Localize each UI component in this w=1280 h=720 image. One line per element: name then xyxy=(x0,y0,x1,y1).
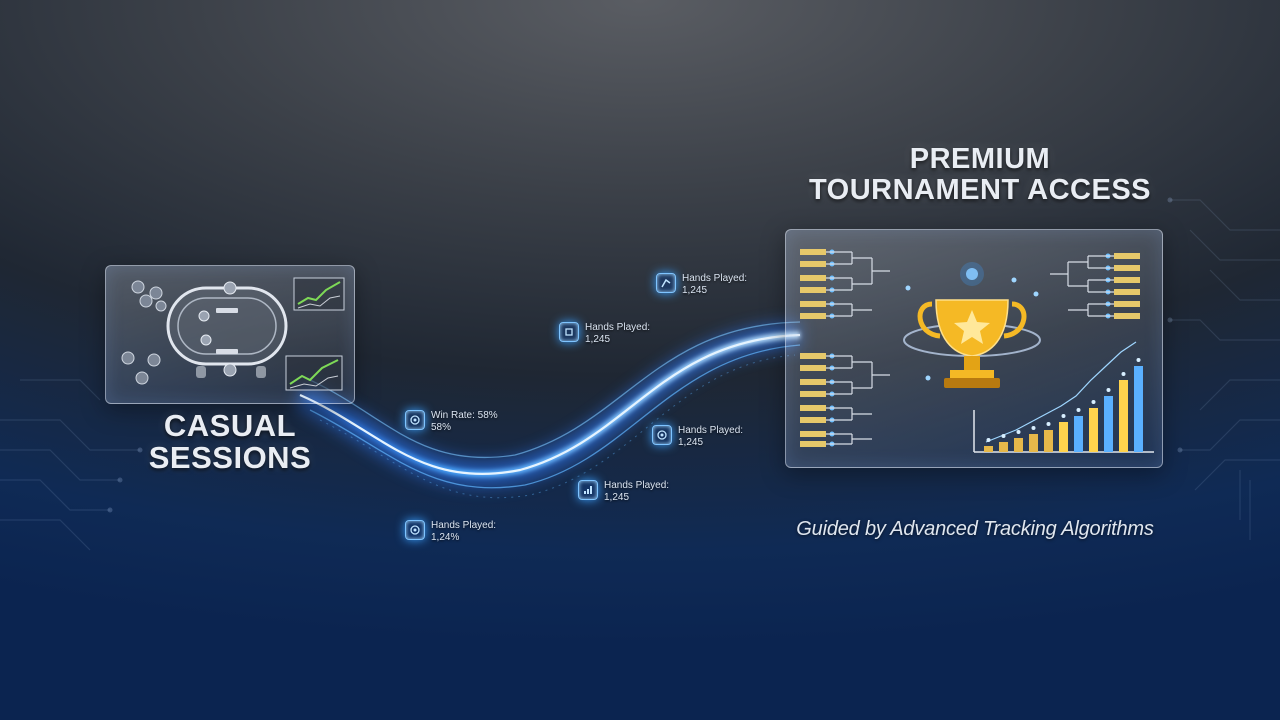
stat-label: Hands Played: xyxy=(682,273,748,284)
bar-chart-icon xyxy=(578,480,598,500)
casual-sessions-panel xyxy=(105,265,355,404)
bracket-slot xyxy=(800,441,826,447)
stat-badge: Hands Played:1,245 xyxy=(559,322,650,346)
growth-bar xyxy=(1119,380,1128,452)
bracket-slot xyxy=(1114,277,1140,283)
trophy-icon xyxy=(903,262,1041,388)
growth-dot xyxy=(986,438,991,442)
growth-bar xyxy=(984,446,993,452)
bracket-slot xyxy=(800,301,826,307)
casual-title-line1: CASUAL xyxy=(163,408,297,443)
stat-label: Win Rate: 58% xyxy=(431,410,498,421)
bracket-slot xyxy=(1114,265,1140,271)
bracket-join xyxy=(871,258,890,284)
stat-value: 58% xyxy=(431,422,452,433)
stat-label: Hands Played: xyxy=(431,520,497,531)
bracket-slot xyxy=(800,287,826,293)
trend-chart-icon xyxy=(293,277,345,311)
growth-bar-chart-icon xyxy=(973,341,1154,453)
stat-value: 1,24% xyxy=(431,532,460,543)
stat-badge: Hands Played:1,245 xyxy=(652,425,743,449)
bracket-join xyxy=(1050,262,1069,286)
bracket-slot xyxy=(1114,289,1140,295)
growth-dot xyxy=(1001,434,1006,438)
tagline: Guided by Advanced Tracking Algorithms xyxy=(796,518,1154,540)
growth-dot xyxy=(1136,358,1141,362)
stat-label: Hands Played: xyxy=(678,425,744,436)
bracket-join xyxy=(1068,304,1089,316)
bracket-slot xyxy=(800,313,826,319)
growth-bar xyxy=(999,442,1008,452)
bracket-join xyxy=(871,362,890,388)
bracket-slot xyxy=(800,365,826,371)
bracket-slot xyxy=(800,431,826,437)
growth-dot xyxy=(1031,426,1036,430)
bracket-slot xyxy=(1114,253,1140,259)
growth-bar xyxy=(1134,366,1143,452)
bracket-slot xyxy=(800,417,826,423)
bracket-join xyxy=(1068,280,1089,292)
stat-label: Hands Played: xyxy=(585,322,651,333)
signal-icon xyxy=(656,273,676,293)
target-icon xyxy=(405,410,425,430)
growth-bar xyxy=(1089,408,1098,452)
growth-dot xyxy=(1076,408,1081,412)
growth-bar xyxy=(1044,430,1053,452)
growth-dot xyxy=(1121,372,1126,376)
bracket-slot xyxy=(800,249,826,255)
stat-badge: Win Rate: 58%58% xyxy=(405,410,498,434)
growth-dot xyxy=(1091,400,1096,404)
bracket-join xyxy=(851,382,872,394)
stat-value: 1,245 xyxy=(682,285,708,296)
tournament-bracket xyxy=(800,249,1154,453)
growth-bar xyxy=(1014,438,1023,452)
target-icon xyxy=(652,425,672,445)
bracket-join xyxy=(851,252,872,264)
target-icon xyxy=(405,520,425,540)
growth-bar xyxy=(1074,416,1083,452)
bracket-join xyxy=(1068,256,1089,268)
premium-tournament-title: PREMIUM TOURNAMENT ACCESS xyxy=(790,144,1170,206)
growth-bar xyxy=(1104,396,1113,452)
bracket-slot xyxy=(800,275,826,281)
bracket-join xyxy=(851,434,872,444)
trend-chart-icon-2 xyxy=(285,355,343,391)
bracket-slot xyxy=(1114,301,1140,307)
bracket-slot xyxy=(800,261,826,267)
stat-label: Hands Played: xyxy=(604,480,670,491)
casual-title-line2: SESSIONS xyxy=(148,440,312,475)
bracket-join xyxy=(851,356,872,368)
bracket-slot xyxy=(1114,313,1140,319)
bracket-join xyxy=(851,278,872,290)
bracket-slot xyxy=(800,379,826,385)
bracket-slot xyxy=(800,353,826,359)
chip-icon xyxy=(559,322,579,342)
poker-table-icon xyxy=(121,277,345,391)
bracket-join xyxy=(851,304,872,316)
stat-value: 1,245 xyxy=(604,492,630,503)
stat-badge: Hands Played:1,245 xyxy=(578,480,669,504)
stat-badge: Hands Played:1,24% xyxy=(405,520,496,544)
bracket-slot xyxy=(800,391,826,397)
premium-title-line1: PREMIUM xyxy=(909,143,1051,175)
premium-title-line2: TOURNAMENT ACCESS xyxy=(808,174,1151,206)
premium-tournament-panel xyxy=(785,229,1163,468)
growth-bar xyxy=(1029,434,1038,452)
stat-badge: Hands Played:1,245 xyxy=(656,273,747,297)
growth-dot xyxy=(1016,430,1021,434)
stat-value: 1,245 xyxy=(678,437,704,448)
casual-sessions-title: CASUAL SESSIONS xyxy=(120,410,340,474)
stat-value: 1,245 xyxy=(585,334,611,345)
growth-dot xyxy=(1061,414,1066,418)
growth-bar xyxy=(1059,422,1068,452)
bracket-slot xyxy=(800,405,826,411)
growth-dot xyxy=(1106,388,1111,392)
growth-dot xyxy=(1046,422,1051,426)
bracket-join xyxy=(851,408,872,420)
